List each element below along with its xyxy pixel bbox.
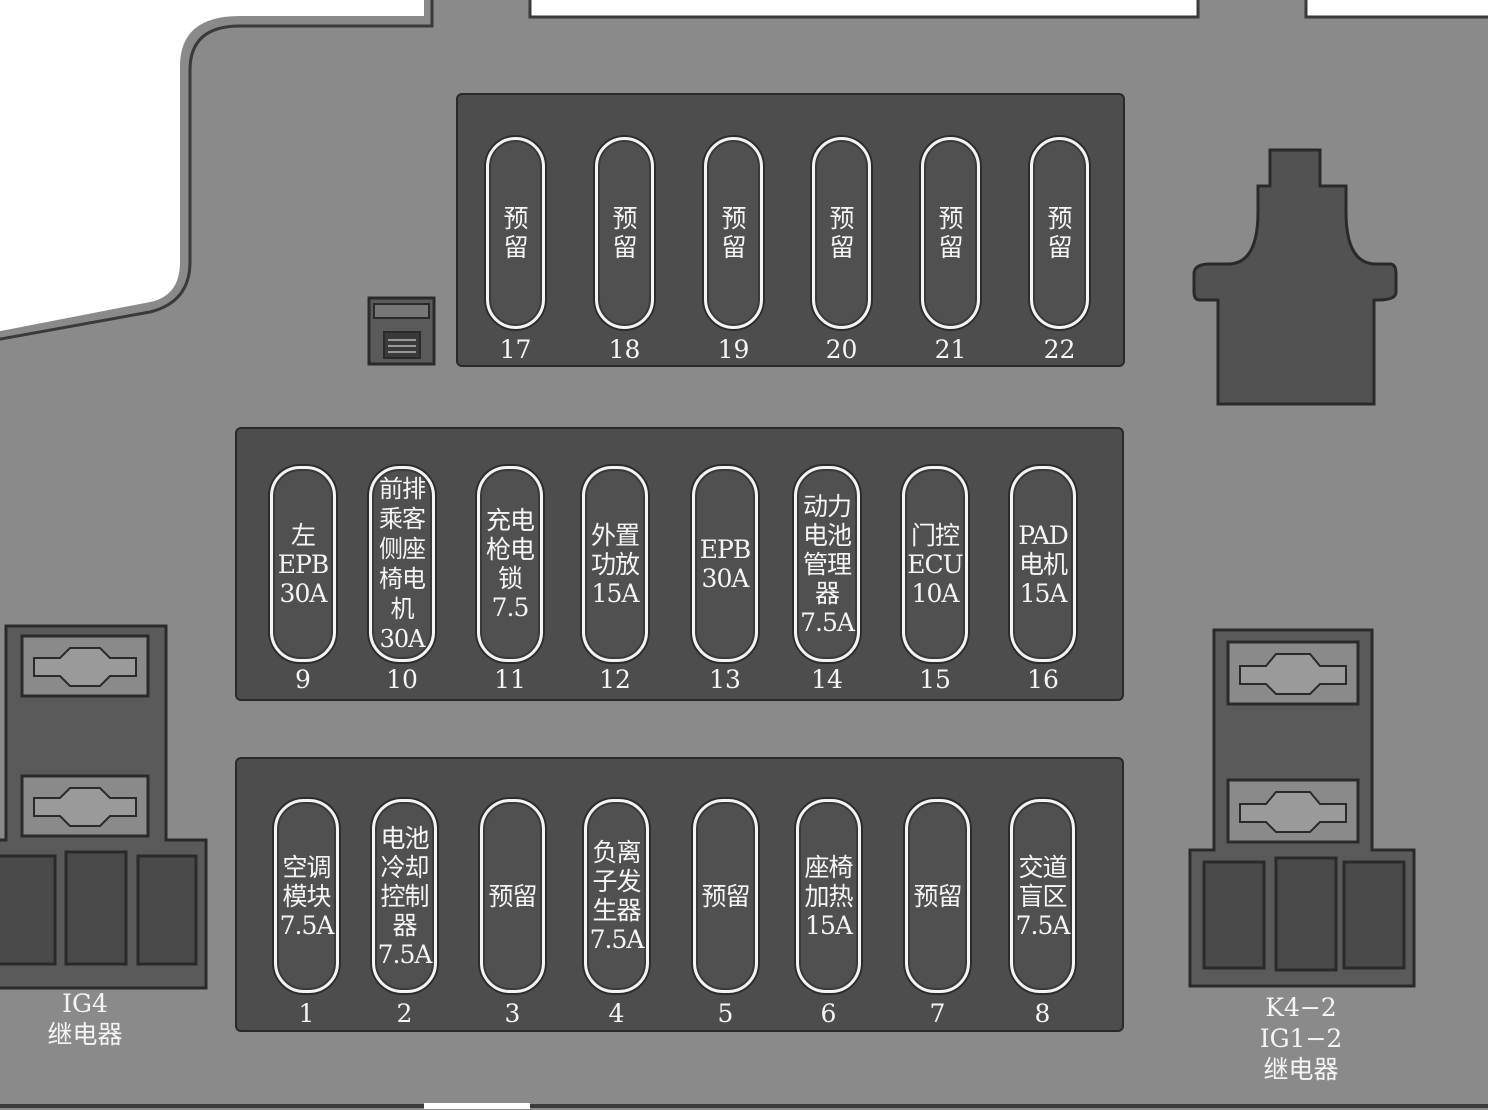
fuse-number: 12 — [599, 665, 631, 694]
fuse-18: 预 留 — [595, 137, 654, 329]
fuse-10: 前排 乘客 侧座 椅电 机 30A — [369, 466, 435, 662]
fuse-number: 10 — [386, 665, 418, 694]
fuse-label: 预留 — [701, 881, 750, 911]
fuse-label: 交道 盲区 7.5A — [1015, 852, 1071, 940]
small-connector — [367, 296, 436, 366]
fuse-8: 交道 盲区 7.5A — [1010, 799, 1075, 993]
fuse-21: 预 留 — [921, 137, 980, 329]
fuse-12: 外置 功放 15A — [582, 466, 648, 662]
fuse-number: 21 — [934, 335, 967, 364]
fuse-22: 预 留 — [1030, 137, 1089, 329]
relay-k4-2-label: K4−2 IG1−2 继电器 — [1259, 993, 1343, 1084]
fuse-panel-bottom — [235, 757, 1124, 1032]
fuse-number: 8 — [1034, 999, 1051, 1028]
fuse-label: PAD 电机 15A — [1018, 520, 1069, 608]
fuse-19: 预 留 — [704, 137, 763, 329]
fuse-number: 9 — [295, 665, 311, 694]
fuse-label: 预留 — [488, 881, 537, 911]
fuse-number: 19 — [717, 335, 750, 364]
fuse-11: 充电 枪电 锁 7.5 — [477, 466, 543, 662]
fuse-label: 外置 功放 15A — [590, 520, 640, 608]
fuse-number: 17 — [499, 335, 532, 364]
fuse-number: 14 — [811, 665, 843, 694]
fuse-number: 2 — [396, 999, 413, 1028]
fuse-label: 预 留 — [938, 204, 963, 262]
fuse-4: 负离 子发 生器 7.5A — [584, 799, 649, 993]
housing-inner-edge — [0, 0, 434, 341]
t-connector — [1192, 148, 1398, 406]
fuse-number: 20 — [825, 335, 858, 364]
top-clip-right — [1304, 0, 1488, 19]
fuse-number: 15 — [919, 665, 951, 694]
fuse-number: 1 — [298, 999, 315, 1028]
fuse-label: 负离 子发 生器 7.5A — [589, 838, 645, 954]
fuse-number: 3 — [504, 999, 521, 1028]
fuse-label: 前排 乘客 侧座 椅电 机 30A — [379, 475, 426, 653]
top-clip-center — [528, 0, 1200, 19]
fuse-label: 门控 ECU 10A — [907, 520, 963, 608]
fuse-2: 电池 冷却 控制 器 7.5A — [372, 799, 437, 993]
fuse-6: 座椅 加热 15A — [796, 799, 861, 993]
fuse-label: 预 留 — [503, 204, 528, 262]
fuse-number: 13 — [709, 665, 741, 694]
fuse-label: 左 EPB 30A — [277, 520, 329, 608]
fuse-15: 门控 ECU 10A — [902, 466, 968, 662]
fuse-number: 11 — [494, 665, 526, 694]
fuse-14: 动力 电池 管理 器 7.5A — [794, 466, 860, 662]
fuse-number: 22 — [1043, 335, 1076, 364]
fuse-1: 空调 模块 7.5A — [274, 799, 339, 993]
fuse-panel-top — [456, 93, 1125, 367]
fuse-label: 预 留 — [829, 204, 854, 262]
fuse-label: EPB 30A — [699, 535, 751, 593]
fuse-3: 预留 — [480, 799, 545, 993]
fuse-label: 动力 电池 管理 器 7.5A — [800, 491, 855, 637]
fuse-label: 空调 模块 7.5A — [279, 852, 335, 940]
fuse-number: 16 — [1027, 665, 1059, 694]
fuse-label: 电池 冷却 控制 器 7.5A — [377, 823, 433, 969]
relay-k4-2 — [1188, 628, 1416, 988]
fuse-label: 预留 — [913, 881, 962, 911]
fuse-number: 18 — [608, 335, 641, 364]
relay-ig4 — [0, 624, 208, 990]
fuse-7: 预留 — [905, 799, 970, 993]
fuse-number: 4 — [608, 999, 625, 1028]
fuse-label: 充电 枪电 锁 7.5 — [485, 506, 535, 622]
fuse-20: 预 留 — [812, 137, 871, 329]
fuse-number: 6 — [820, 999, 837, 1028]
fuse-17: 预 留 — [486, 137, 545, 329]
fuse-number: 5 — [717, 999, 734, 1028]
fuse-number: 7 — [929, 999, 946, 1028]
fuse-13: EPB 30A — [692, 466, 758, 662]
fuse-label: 座椅 加热 15A — [804, 852, 853, 940]
relay-ig4-label: IG4 继电器 — [47, 989, 123, 1049]
fuse-5: 预留 — [693, 799, 758, 993]
fuse-9: 左 EPB 30A — [270, 466, 336, 662]
fuse-label: 预 留 — [721, 204, 746, 262]
fuse-16: PAD 电机 15A — [1010, 466, 1076, 662]
fuse-label: 预 留 — [612, 204, 637, 262]
fuse-label: 预 留 — [1047, 204, 1072, 262]
